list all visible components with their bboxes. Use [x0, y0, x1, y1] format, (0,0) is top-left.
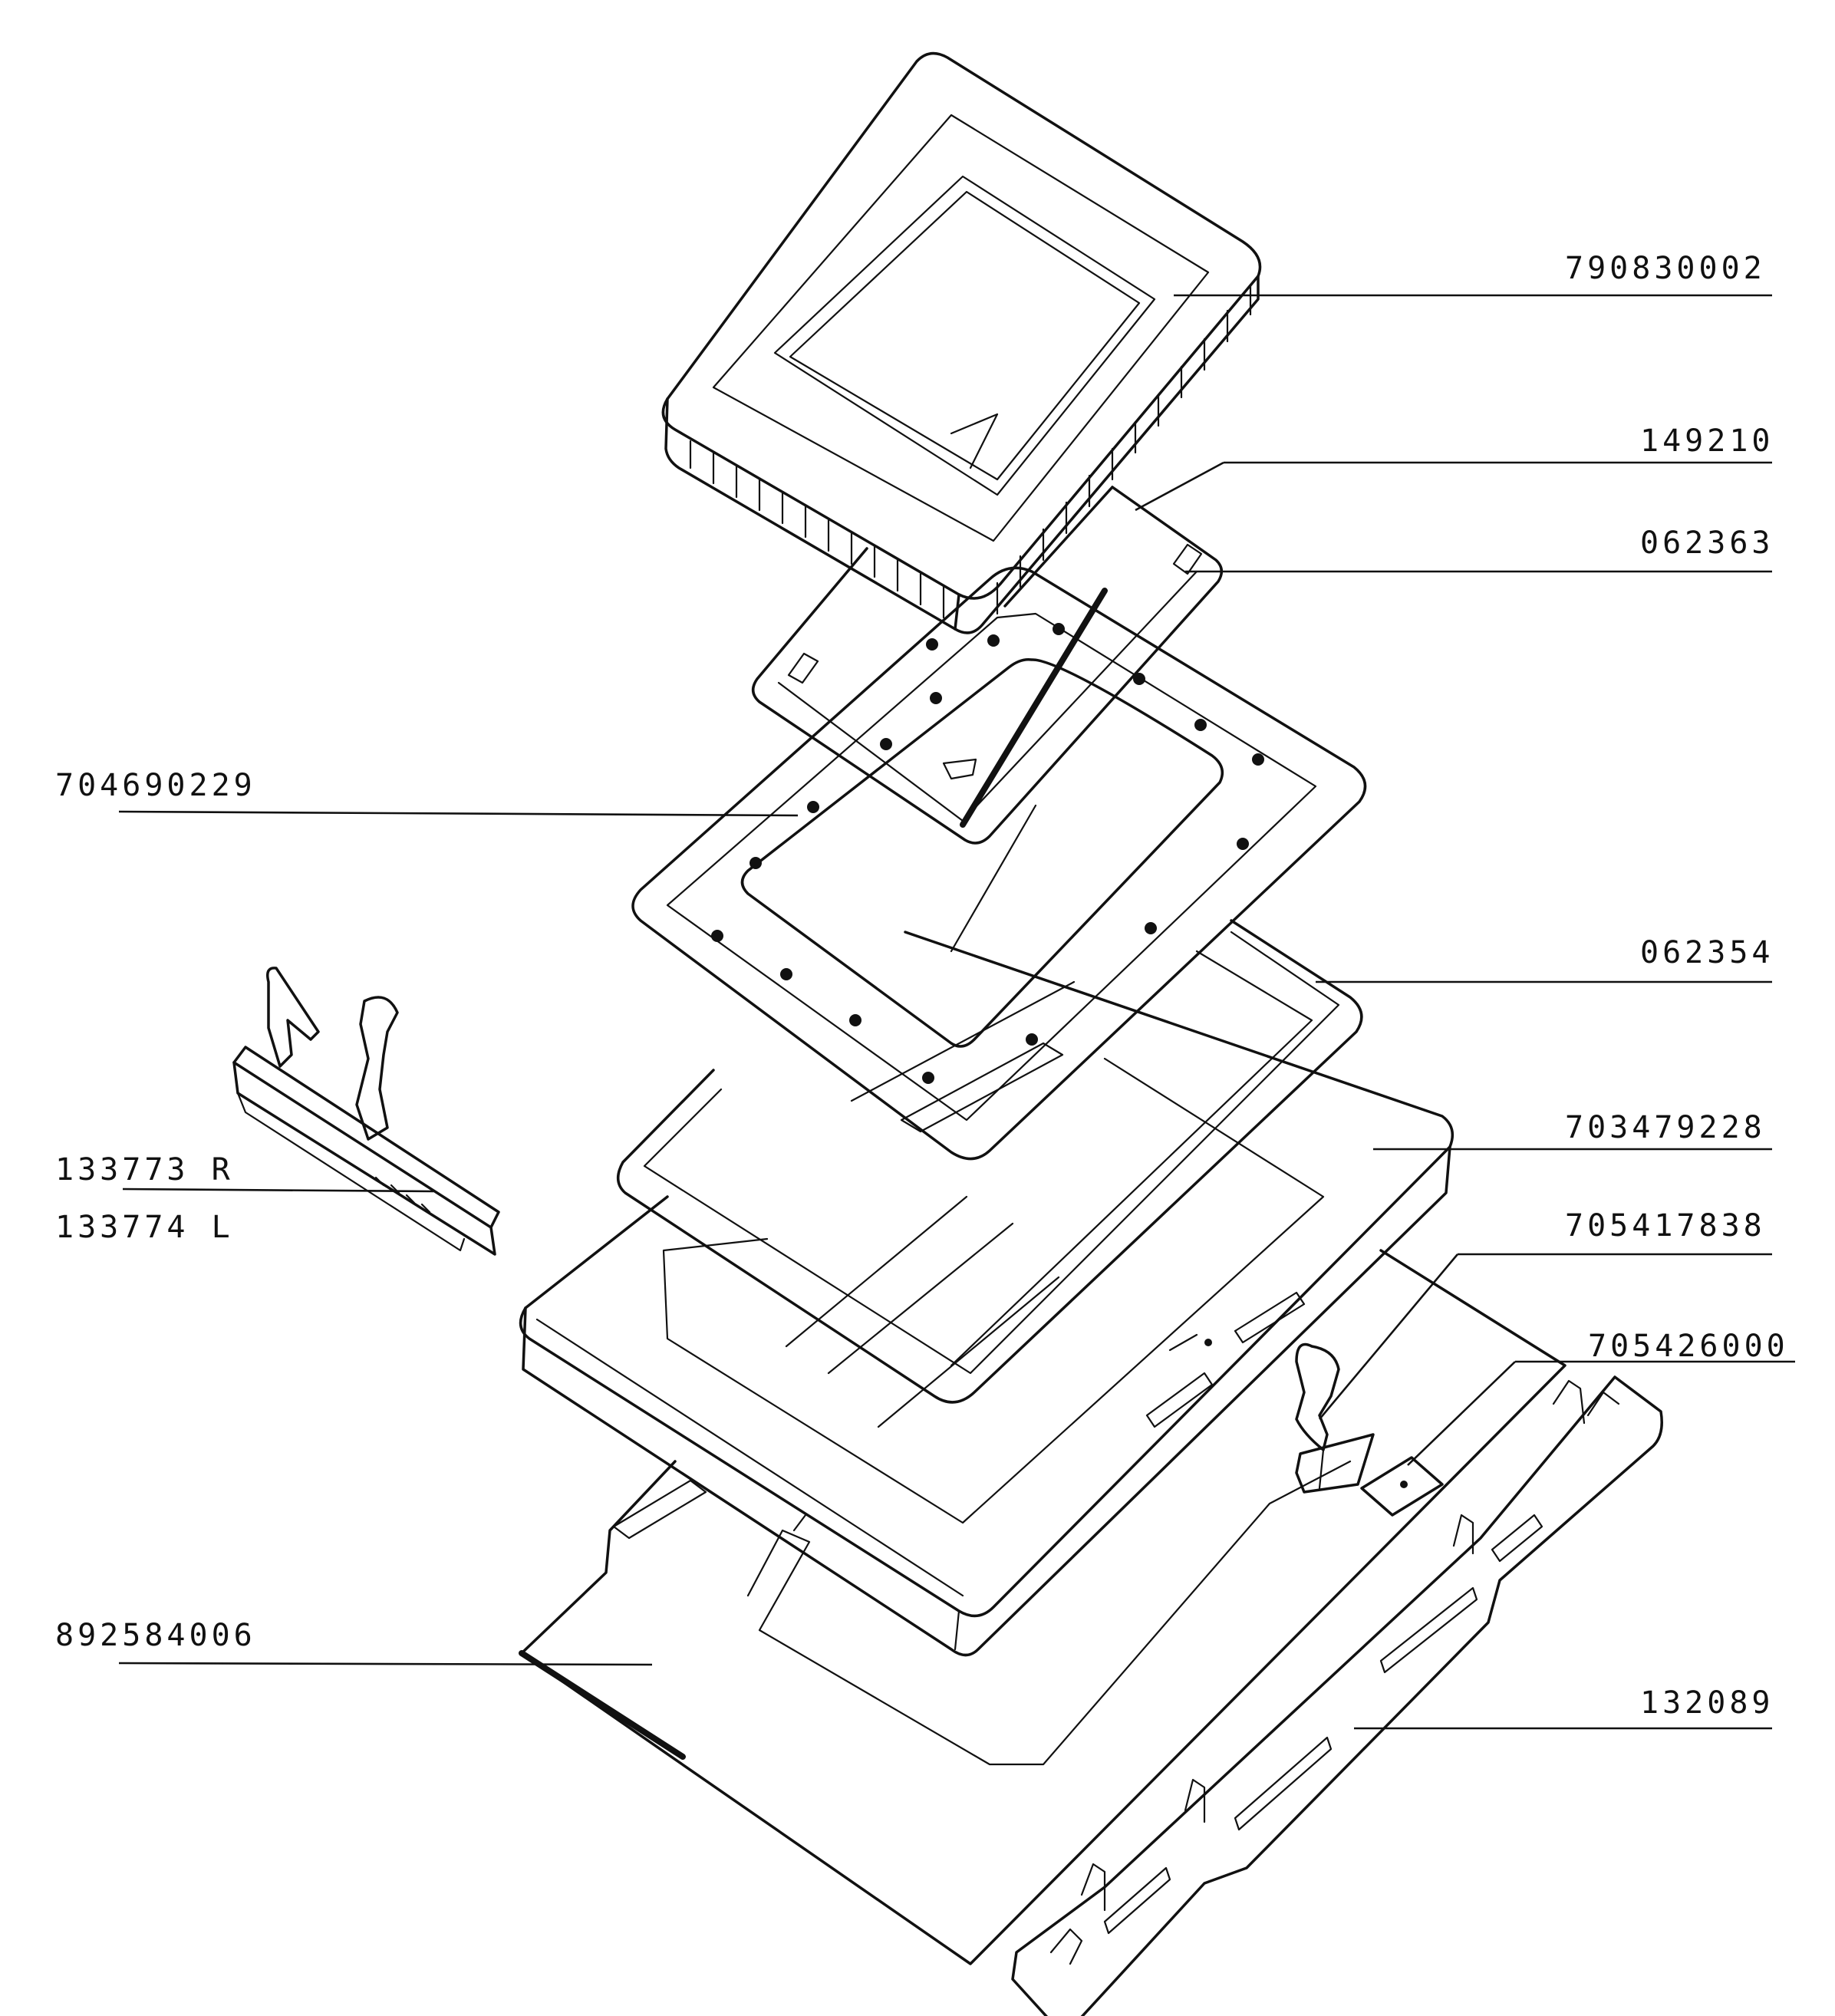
label-132089: 132089 [1640, 1685, 1774, 1721]
part-705417838-hinge-bracket [1295, 1342, 1375, 1494]
part-705426000-clip-plate [1360, 1456, 1444, 1517]
label-704690229: 704690229 [55, 768, 256, 803]
part-790830002-tray [661, 51, 1262, 634]
part-704690229-mesh-frame [631, 566, 1367, 1161]
label-062363: 062363 [1640, 525, 1774, 561]
part-133773-side-hinge [232, 967, 500, 1256]
label-062354: 062354 [1640, 935, 1774, 970]
leader-lines [118, 294, 1795, 1730]
label-705417838: 705417838 [1565, 1208, 1766, 1244]
label-133774-l: 133774 L [55, 1210, 234, 1245]
label-133773-r: 133773 R [55, 1152, 234, 1188]
label-790830002: 790830002 [1565, 251, 1766, 286]
part-132089-bottom-rail [1011, 1375, 1663, 2016]
label-149210: 149210 [1640, 423, 1774, 459]
label-703479228: 703479228 [1565, 1110, 1766, 1145]
label-892584006: 892584006 [55, 1618, 256, 1653]
part-892584006-inner-panel [519, 1249, 1567, 1965]
label-705426000: 705426000 [1588, 1329, 1789, 1364]
part-062354-glass-frame [617, 919, 1363, 1404]
part-703479228-door-frame [519, 804, 1454, 1657]
